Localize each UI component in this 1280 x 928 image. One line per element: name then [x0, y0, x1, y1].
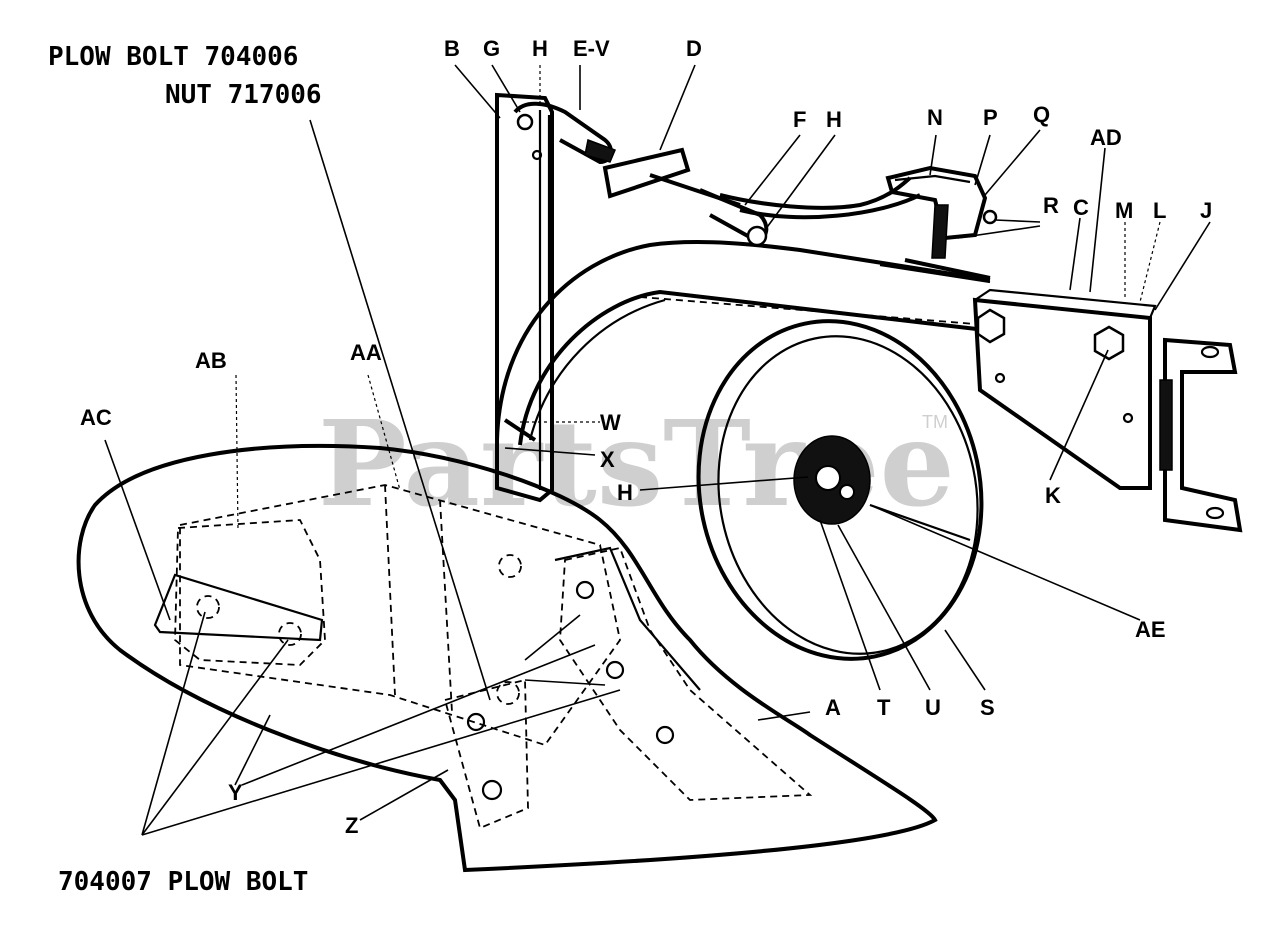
callout-R: R — [1043, 193, 1059, 218]
callout-U: U — [925, 695, 941, 720]
callout-W: W — [600, 410, 621, 435]
adjusting-linkage — [513, 101, 921, 247]
callout-H-top: H — [532, 36, 548, 61]
watermark-trademark: TM — [922, 412, 948, 432]
frame-nut — [976, 308, 1006, 344]
callout-L: L — [1153, 198, 1166, 223]
callout-M: M — [1115, 198, 1133, 223]
callout-AB: AB — [195, 348, 227, 373]
callout-E-V: E-V — [573, 36, 610, 61]
callout-Y: Y — [228, 780, 243, 805]
callout-Q: Q — [1033, 102, 1050, 127]
callout-AE: AE — [1135, 617, 1166, 642]
standard-plate — [495, 92, 554, 503]
bracket-nut — [1093, 325, 1125, 361]
callout-N: N — [927, 105, 943, 130]
note-nut-717006: NUT 717006 — [165, 80, 322, 110]
callout-D: D — [686, 36, 702, 61]
callout-AA: AA — [350, 340, 382, 365]
note-plow-bolt-704007: 704007 PLOW BOLT — [58, 867, 308, 897]
callout-H-hub: H — [617, 480, 633, 505]
callout-C: C — [1073, 195, 1089, 220]
callout-J: J — [1200, 198, 1212, 223]
callout-B: B — [444, 36, 460, 61]
callout-X: X — [600, 447, 615, 472]
callout-T: T — [877, 695, 891, 720]
depth-plate — [602, 147, 691, 199]
coulter-disc — [696, 319, 984, 661]
callout-H-mid: H — [826, 107, 842, 132]
callout-AD: AD — [1090, 125, 1122, 150]
note-plow-bolt-704006: PLOW BOLT 704006 — [48, 42, 298, 72]
callout-S: S — [980, 695, 995, 720]
callout-F: F — [793, 107, 806, 132]
callout-AC: AC — [80, 405, 112, 430]
callout-K: K — [1045, 483, 1061, 508]
mounting-bracket — [972, 288, 1243, 533]
hitch-clevis — [1163, 337, 1243, 533]
moldboard-plow — [76, 443, 938, 873]
callout-P: P — [983, 105, 998, 130]
callout-A: A — [825, 695, 841, 720]
callout-Z: Z — [345, 813, 358, 838]
leader-lines — [104, 64, 1211, 836]
callout-G: G — [483, 36, 500, 61]
